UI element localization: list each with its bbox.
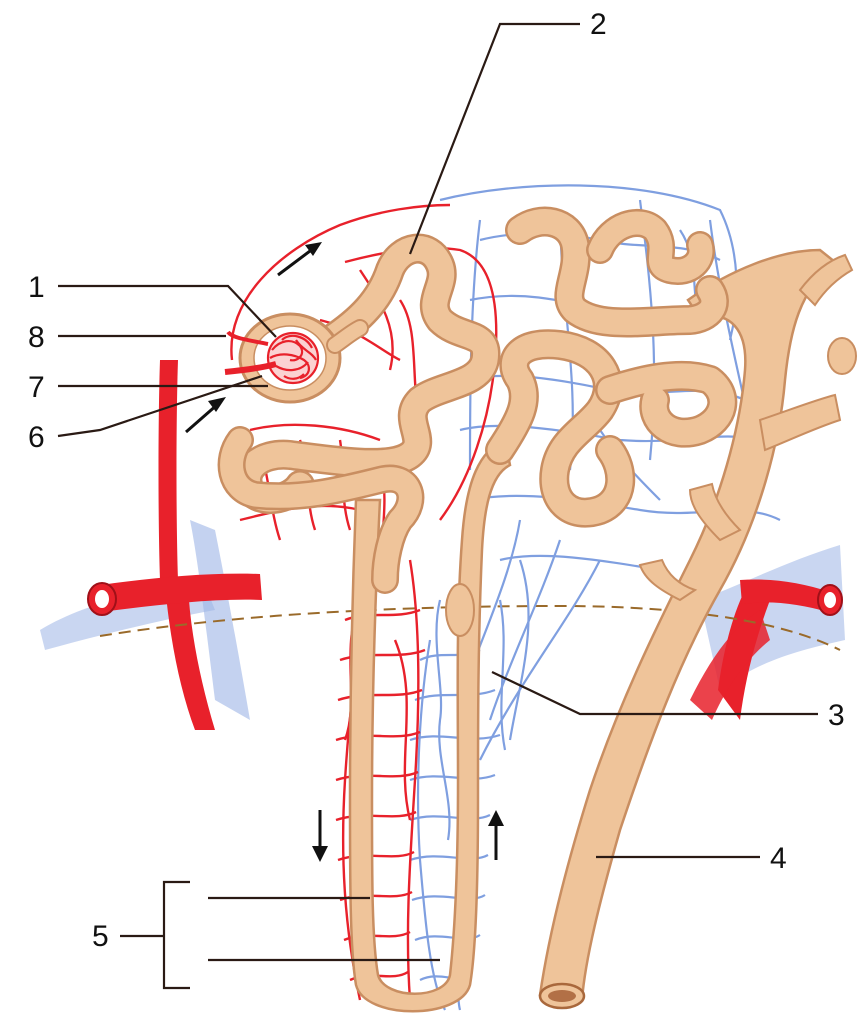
arrow-descending-flow-icon	[312, 810, 328, 862]
label-2: 2	[590, 8, 607, 41]
glomerulus	[268, 333, 318, 383]
distal-convoluted-tubule	[500, 222, 722, 513]
leader-5-bracket	[164, 882, 190, 988]
loop-of-henle	[350, 440, 510, 1011]
label-3: 3	[828, 699, 845, 732]
leader-1	[58, 286, 276, 337]
label-1: 1	[28, 271, 45, 304]
label-8: 8	[28, 321, 45, 354]
arrow-ascending-flow-icon	[488, 810, 504, 860]
left-blood-vessels	[40, 360, 262, 730]
label-5: 5	[92, 920, 109, 953]
label-4: 4	[770, 842, 787, 875]
label-6: 6	[28, 421, 45, 454]
arrow-afferent-flow-icon	[186, 397, 226, 432]
label-7: 7	[28, 371, 45, 404]
